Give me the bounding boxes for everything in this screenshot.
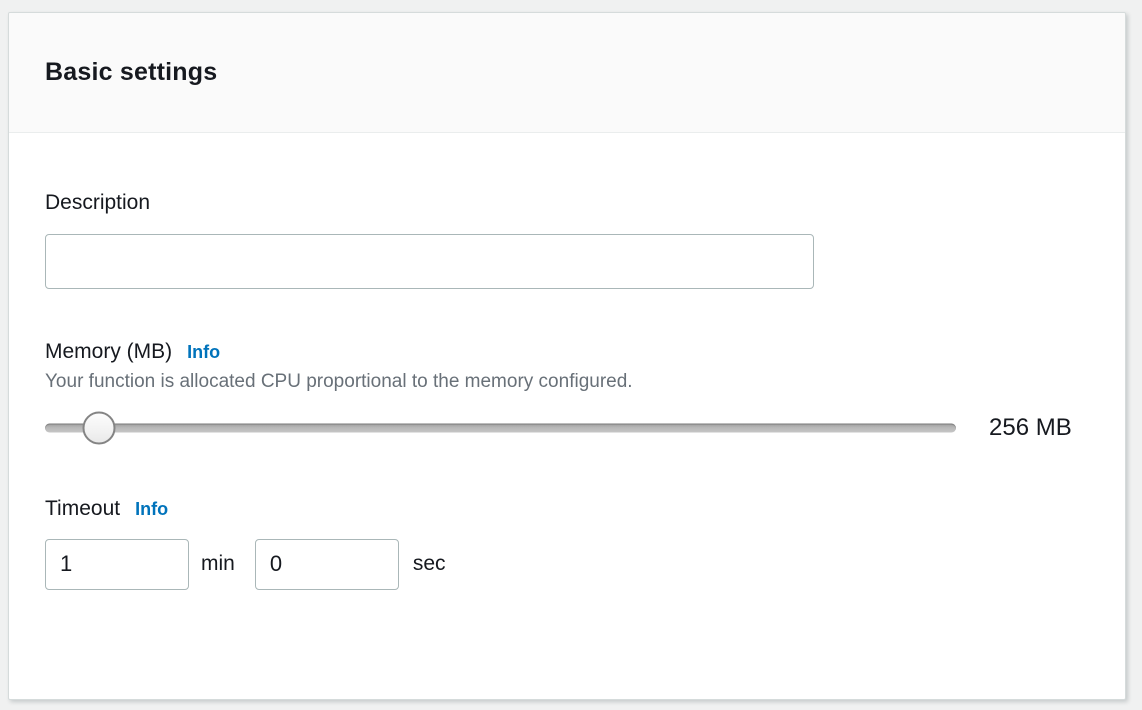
description-field-group: Description [45, 190, 1089, 290]
timeout-inputs-row: min sec [45, 538, 1089, 590]
memory-slider[interactable] [45, 410, 956, 446]
memory-value-display: 256 MB [989, 414, 1072, 442]
timeout-seconds-input[interactable] [254, 538, 399, 590]
timeout-field-group: Timeout Info min sec [45, 496, 1089, 590]
panel-header: Basic settings [9, 13, 1125, 133]
memory-slider-thumb[interactable] [82, 411, 116, 445]
memory-helper-text: Your function is allocated CPU proportio… [45, 371, 633, 393]
timeout-label: Timeout [45, 497, 121, 521]
timeout-seconds-unit-label: sec [412, 552, 446, 576]
timeout-minutes-unit-label: min [201, 552, 235, 576]
memory-slider-row: 256 MB [45, 410, 1089, 446]
memory-field-group: Memory (MB) Info Your function is alloca… [45, 339, 1089, 446]
basic-settings-panel: Basic settings Description Memory (MB) I… [8, 12, 1126, 700]
panel-body: Description Memory (MB) Info Your functi… [9, 133, 1125, 590]
memory-info-link[interactable]: Info [187, 342, 221, 363]
description-input[interactable] [45, 234, 814, 290]
description-label: Description [45, 191, 151, 214]
panel-title: Basic settings [45, 58, 218, 86]
timeout-minutes-input[interactable] [45, 538, 189, 590]
memory-slider-track[interactable] [45, 423, 956, 433]
timeout-info-link[interactable]: Info [135, 499, 169, 520]
memory-label: Memory (MB) [45, 340, 173, 364]
